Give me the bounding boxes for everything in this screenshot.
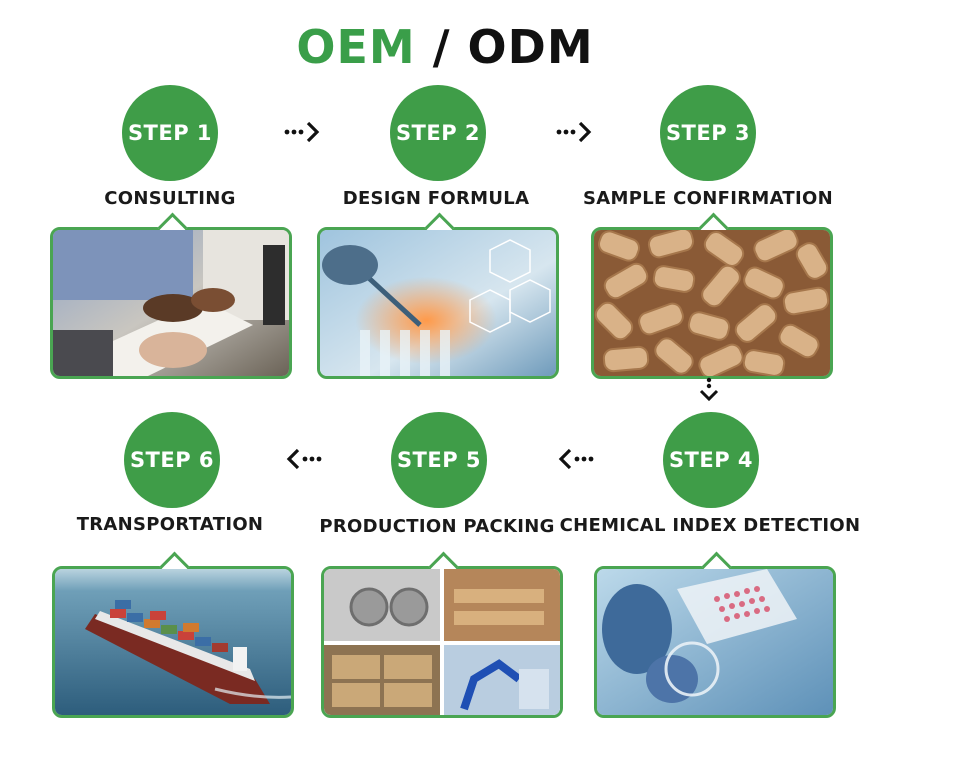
step-5-image-card — [321, 551, 563, 718]
business-meeting-image — [53, 230, 289, 376]
step-2-image-card — [317, 212, 559, 379]
chemical-lab-image — [597, 569, 833, 715]
step-4-image-card — [594, 551, 836, 718]
dotted-arrow-left-icon — [558, 448, 594, 470]
dotted-arrow-left-icon — [286, 448, 322, 470]
pellets-image — [594, 230, 830, 376]
step-2-badge: STEP 2 — [390, 85, 486, 181]
title-separator: / — [415, 20, 468, 74]
step-3-image-card — [591, 212, 833, 379]
step-3-label: SAMPLE CONFIRMATION — [583, 188, 833, 209]
dotted-arrow-down-icon — [699, 377, 719, 402]
production-collage-image — [324, 569, 560, 715]
page-title: OEM / ODM — [0, 20, 890, 74]
step-2-label: DESIGN FORMULA — [342, 188, 530, 209]
step-1-badge: STEP 1 — [122, 85, 218, 181]
step-1-badge-text: STEP 1 — [127, 121, 213, 145]
step-1-image-card — [50, 212, 292, 379]
dotted-arrow-right-icon — [556, 121, 592, 143]
step-5-label: PRODUCTION PACKING — [319, 516, 555, 537]
step-2-badge-text: STEP 2 — [395, 121, 481, 145]
step-1-label: CONSULTING — [104, 188, 236, 209]
step-5-badge-text: STEP 5 — [396, 448, 482, 472]
step-4-badge: STEP 4 — [663, 412, 759, 508]
title-oem: OEM — [296, 20, 416, 74]
step-6-label: TRANSPORTATION — [76, 514, 264, 535]
step-3-badge-text: STEP 3 — [665, 121, 751, 145]
step-6-badge: STEP 6 — [124, 412, 220, 508]
step-6-image-card — [52, 551, 294, 718]
step-3-badge: STEP 3 — [660, 85, 756, 181]
step-4-badge-text: STEP 4 — [668, 448, 754, 472]
step-4-label: CHEMICAL INDEX DETECTION — [559, 515, 861, 536]
laboratory-image — [320, 230, 556, 376]
title-odm: ODM — [467, 20, 594, 74]
step-6-badge-text: STEP 6 — [129, 448, 215, 472]
step-5-badge: STEP 5 — [391, 412, 487, 508]
dotted-arrow-right-icon — [284, 121, 320, 143]
container-ship-image — [55, 569, 291, 715]
